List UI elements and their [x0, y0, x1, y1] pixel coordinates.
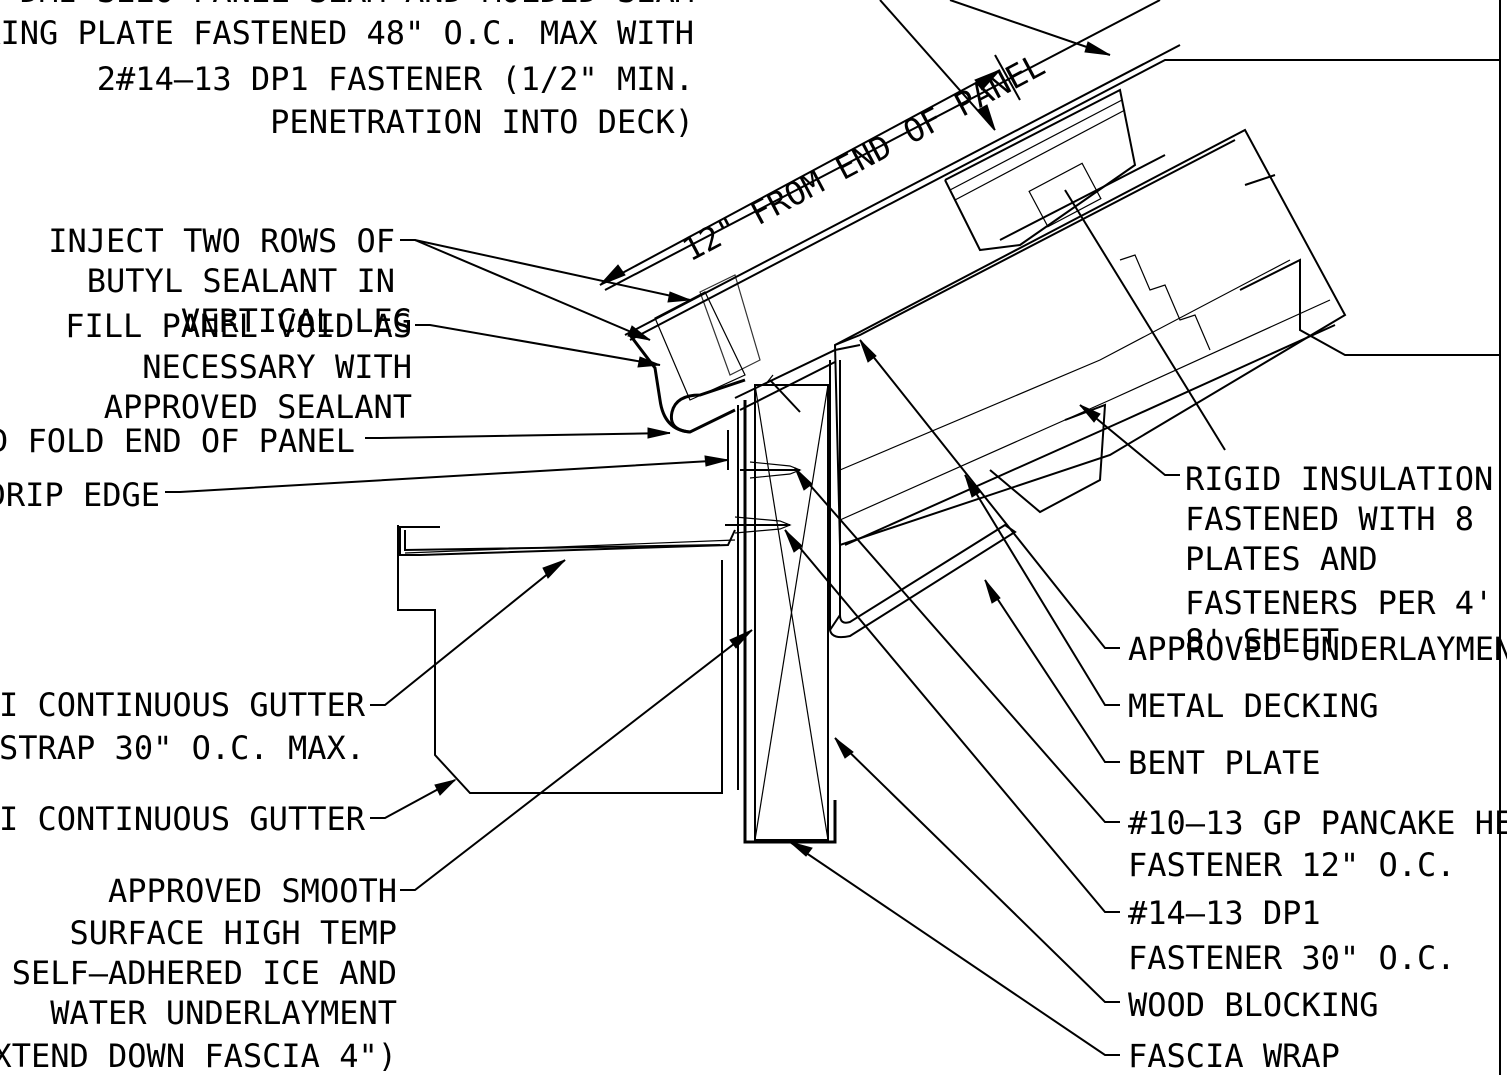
label-top-line2: BEARING PLATE FASTENED 48" O.C. MAX WITH — [0, 14, 694, 52]
label-drip-edge: DRIP EDGE — [0, 476, 160, 514]
label-inject-2: BUTYL SEALANT IN — [87, 262, 395, 300]
fasteners — [725, 174, 1276, 534]
label-fill-2: NECESSARY WITH — [142, 348, 412, 386]
label-smooth-5: (EXTEND DOWN FASCIA 4") — [0, 1037, 397, 1075]
label-smooth-1: APPROVED SMOOTH — [108, 872, 397, 910]
label-smooth-2: SURFACE HIGH TEMP — [69, 914, 397, 952]
label-field-fold: FIELD FOLD END OF PANEL — [0, 422, 355, 460]
label-wood-blocking: WOOD BLOCKING — [1128, 986, 1378, 1024]
label-approved-underlayment: APPROVED UNDERLAYMENT — [1128, 630, 1507, 668]
fascia-wrap — [727, 400, 837, 844]
label-fill-1: FILL PANEL VOID AS — [65, 307, 412, 345]
label-gutter: DMI CONTINUOUS GUTTER — [0, 800, 366, 838]
label-bent-plate: BENT PLATE — [1128, 744, 1321, 782]
label-dimension: 12" FROM END OF PANEL — [676, 46, 1051, 269]
label-rigid-1: RIGID INSULATION — [1185, 460, 1493, 498]
label-smooth-3: SELF–ADHERED ICE AND — [12, 954, 397, 992]
label-strap-2: STRAP 30" O.C. MAX. — [0, 729, 365, 767]
label-metal-decking: METAL DECKING — [1128, 687, 1378, 725]
label-rigid-3: PLATES AND — [1185, 540, 1378, 578]
label-rigid-5: 8' SHEET — [1185, 622, 1339, 660]
wood-blocking — [734, 344, 861, 841]
dimension-12in — [599, 54, 1021, 286]
label-fascia-wrap: FASCIA WRAP — [1128, 1037, 1340, 1075]
label-top-line1: DMI SEEO PANEL SEAM AND MOLDED SEAM — [20, 0, 694, 10]
label-inject-1: INJECT TWO ROWS OF — [48, 222, 395, 260]
label-pancake-2: FASTENER 12" O.C. — [1128, 846, 1456, 884]
label-rigid-4: FASTENERS PER 4' X — [1185, 584, 1507, 622]
label-pancake-1: #10–13 GP PANCAKE HEAD — [1128, 804, 1507, 842]
label-smooth-4: WATER UNDERLAYMENT — [50, 994, 397, 1032]
label-top-line4: PENETRATION INTO DECK) — [270, 103, 694, 141]
label-rigid-2: FASTENED WITH 8 — [1185, 500, 1474, 538]
label-strap-1: DMI CONTINUOUS GUTTER — [0, 686, 366, 724]
label-dp1-1: #14–13 DP1 — [1128, 894, 1321, 932]
label-inject-3: VERTICAL LEG — [181, 302, 412, 340]
label-dp1-2: FASTENER 30" O.C. — [1128, 939, 1456, 977]
label-top-line3: 2#14–13 DP1 FASTENER (1/2" MIN. — [97, 60, 694, 98]
label-fill-3: APPROVED SEALANT — [104, 388, 412, 426]
metal-roof-panel — [604, 0, 1500, 434]
gutter — [397, 525, 736, 794]
leader-lines — [165, 0, 1180, 1056]
